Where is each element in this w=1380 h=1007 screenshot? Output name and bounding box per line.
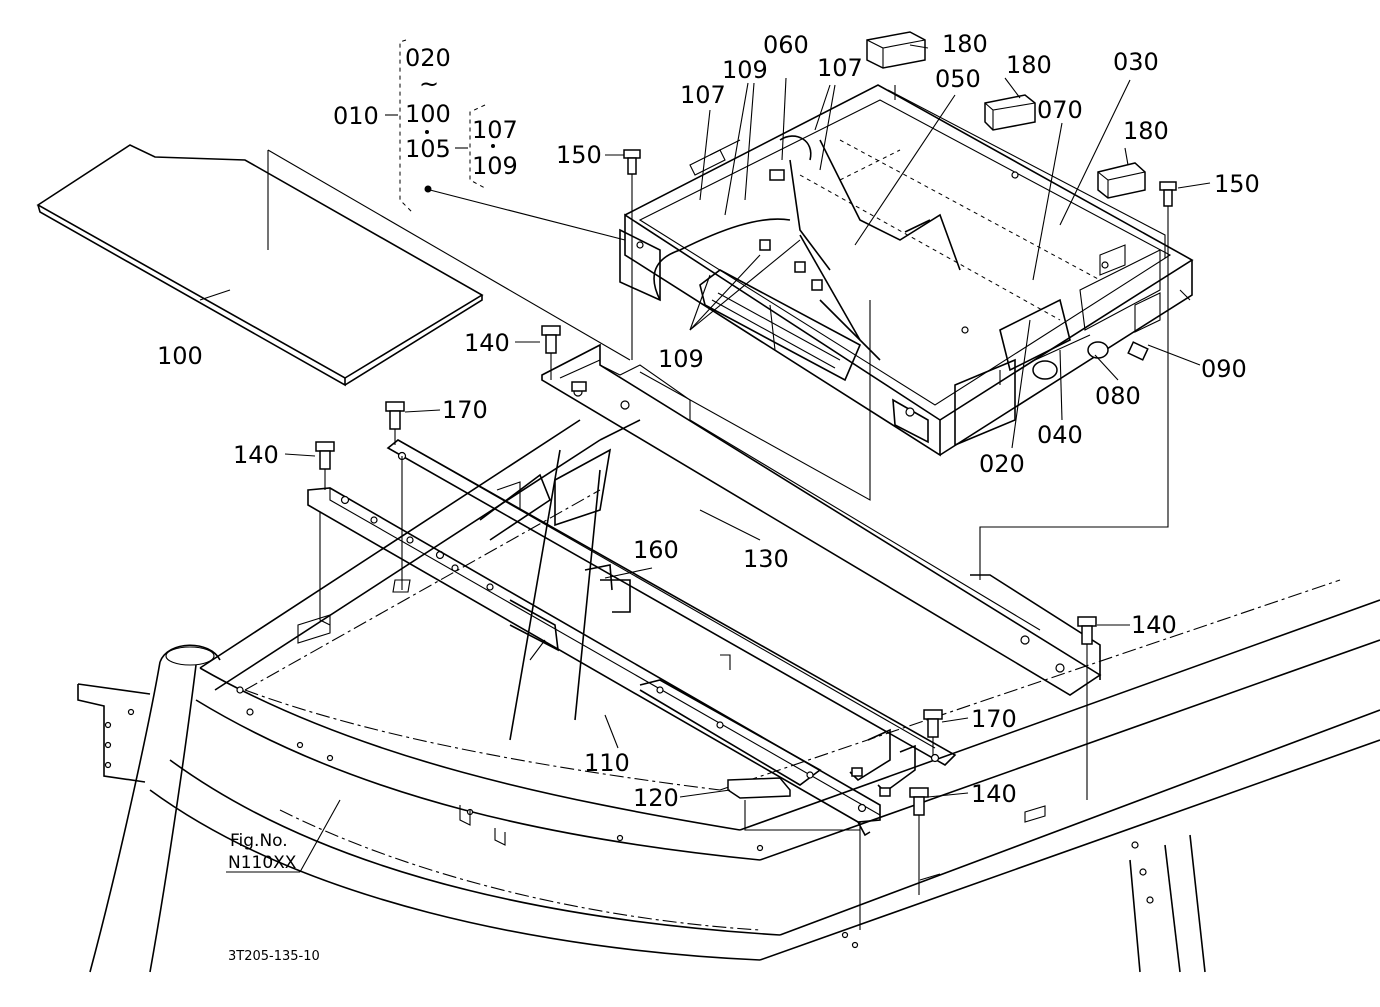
label-109-group: 109 (472, 152, 518, 180)
mat-sheet-100 (36, 144, 631, 387)
label-180-b: 180 (1006, 51, 1052, 79)
bracket-130 (541, 300, 1102, 696)
label-180-c: 180 (1123, 117, 1169, 145)
label-080: 080 (1095, 382, 1141, 410)
label-130: 130 (743, 545, 789, 573)
label-020-top: 020 (405, 44, 451, 72)
cab-frame (77, 419, 1380, 973)
label-110: 110 (584, 749, 630, 777)
figure-info: Fig.No. N110XX 3T205-135-10 (228, 831, 320, 964)
label-107-group: 107 (472, 116, 518, 144)
bolts-140-170 (315, 325, 1097, 895)
label-109-a: 109 (722, 56, 768, 84)
label-107-b: 107 (817, 54, 863, 82)
label-140-a: 140 (464, 329, 510, 357)
label-030: 030 (1113, 48, 1159, 76)
label-140-b: 140 (233, 441, 279, 469)
label-020: 020 (979, 450, 1025, 478)
label-040: 040 (1037, 421, 1083, 449)
label-050: 050 (935, 65, 981, 93)
label-100-group: 100 (405, 100, 451, 128)
main-unit-010 (619, 84, 1194, 457)
label-105: 105 (405, 135, 451, 163)
assembly-group-bracket (385, 39, 626, 241)
foam-blocks-180 (866, 31, 1146, 199)
label-109-b: 109 (658, 345, 704, 373)
label-140-c: 140 (1131, 611, 1177, 639)
label-140-d: 140 (971, 780, 1017, 808)
fig-no-label: Fig.No. (230, 831, 288, 851)
label-010: 010 (333, 102, 379, 130)
bolts-150 (623, 149, 1177, 580)
label-107-a: 107 (680, 81, 726, 109)
label-100-sheet: 100 (157, 342, 203, 370)
label-160: 160 (633, 536, 679, 564)
label-tilde: ~ (419, 70, 439, 98)
label-170-a: 170 (442, 396, 488, 424)
leader-lines (199, 44, 1211, 873)
bracket-110 (307, 448, 881, 930)
label-090: 090 (1201, 355, 1247, 383)
part-labels: 020 ~ 010 100 105 107 109 060 109 107 10… (157, 30, 1260, 812)
label-180-a: 180 (942, 30, 988, 58)
label-150-b: 150 (1214, 170, 1260, 198)
label-150-a: 150 (556, 141, 602, 169)
label-060: 060 (763, 31, 809, 59)
label-120: 120 (633, 784, 679, 812)
label-070: 070 (1037, 96, 1083, 124)
label-170-b: 170 (971, 705, 1017, 733)
fig-no-value: N110XX (228, 853, 297, 873)
drawing-code: 3T205-135-10 (228, 949, 320, 964)
